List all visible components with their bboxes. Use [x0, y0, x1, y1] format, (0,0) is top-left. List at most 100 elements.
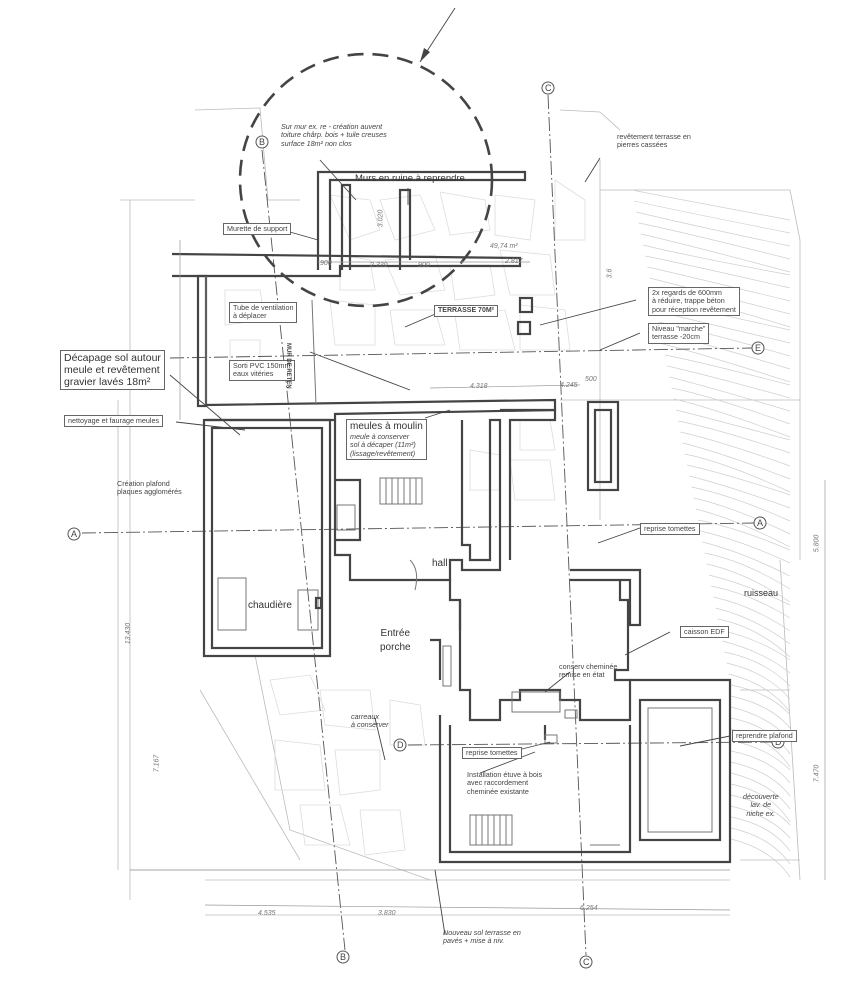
hatch-line	[671, 387, 791, 425]
dimension-text: 3.6	[606, 268, 614, 279]
leader-lines	[169, 157, 731, 936]
dimension-text: 6.254	[580, 905, 598, 912]
hatch-line	[645, 255, 791, 289]
axis-letter: C	[545, 83, 552, 93]
hatch-line	[730, 684, 791, 716]
axis-letter: A	[757, 518, 763, 528]
dimension-text: 900	[320, 260, 332, 267]
hatch-line	[730, 783, 791, 823]
hatch-line	[664, 354, 791, 386]
hatch-line	[680, 431, 791, 467]
axis-letter: B	[340, 952, 346, 962]
hatch-line	[631, 189, 791, 221]
stair-lower	[469, 814, 513, 846]
hatch-line	[730, 772, 791, 810]
hatch-line	[728, 673, 791, 713]
dimension-text: 4.318	[470, 383, 488, 390]
hatch-line	[686, 464, 791, 496]
dimension-text: 900	[418, 262, 430, 269]
hatch-line	[724, 651, 791, 687]
direction-arrow	[419, 7, 456, 63]
building-walls	[171, 170, 732, 864]
hatch-line	[730, 838, 791, 878]
hatch-line	[697, 519, 791, 551]
axis-marker-e-right: E	[751, 341, 765, 355]
hatch-line	[693, 497, 791, 535]
hatch-line	[717, 618, 791, 658]
hatch-line	[730, 794, 791, 826]
axis-letter: E	[755, 343, 761, 353]
dimension-text: 4.535	[258, 910, 276, 917]
hatch-line	[640, 233, 791, 273]
hatch-line	[636, 211, 791, 247]
hatch-line	[662, 343, 791, 383]
dimension-text: 4.245	[560, 382, 578, 389]
axis-marker-a-right: A	[753, 516, 767, 530]
hatch-line	[675, 409, 791, 441]
dimension-text: 3.020	[377, 209, 385, 228]
dimension-text: 500	[585, 376, 597, 383]
axis-letter: B	[259, 137, 265, 147]
hatch-line	[730, 805, 791, 839]
hall-label: hall	[432, 558, 448, 569]
hatch-line	[730, 816, 791, 852]
hatch-line	[673, 398, 791, 438]
hatch-line	[704, 552, 791, 590]
dimension-text: 3.830	[378, 910, 396, 917]
axis-marker-b-bottom: B	[336, 950, 350, 964]
dimension-text: 2.817	[505, 258, 523, 265]
stream-label: ruisseau	[744, 588, 779, 598]
hatch-line	[719, 629, 791, 661]
hatch-line	[730, 761, 791, 797]
hatch-line	[642, 244, 791, 276]
stair-upper	[379, 477, 423, 505]
axis-marker-c-bottom: C	[579, 955, 593, 969]
retaining-wall-label: MUR DE RETEN	[285, 343, 291, 389]
dimension-text: 13.430	[125, 622, 133, 645]
hatch-line	[708, 574, 791, 606]
millstones-label: meules à moulin meule à conserver sol à …	[346, 419, 427, 461]
hatch-line	[713, 596, 791, 632]
cleaning-note: nettoyage et faurage meules	[64, 415, 164, 428]
hatch-line	[682, 442, 791, 480]
axis-marker-b-top: B	[255, 135, 269, 149]
hatch-line	[678, 420, 791, 454]
hatch-line	[689, 475, 791, 509]
hatch-line	[700, 530, 791, 564]
hatch-line	[726, 662, 791, 700]
background-faint-lines	[117, 107, 801, 916]
edf-box-label: caisson EDF	[680, 626, 729, 639]
boiler-label: chaudière	[248, 600, 292, 611]
hatch-line	[684, 453, 791, 493]
hatch-line	[647, 266, 791, 302]
step-level-label: Niveau "marche"terrasse -20cm	[648, 323, 710, 344]
hatch-line	[715, 607, 791, 645]
axis-marker-d-left: D	[393, 738, 407, 752]
tiles-repair-label-2: reprise tomettes	[462, 747, 522, 760]
hatch-line	[711, 585, 791, 619]
hatch-line	[634, 200, 791, 234]
hatch-line	[667, 365, 791, 399]
dimension-text: 7.470	[813, 764, 821, 783]
axis-letter: C	[583, 957, 590, 967]
terrace-area-label: TERRASSE 70M²	[434, 305, 499, 318]
axis-marker-c-top: C	[541, 81, 555, 95]
dimension-text: 2.330	[370, 262, 388, 269]
dimension-text: 5.800	[813, 534, 821, 553]
axis-letter: D	[397, 740, 404, 750]
ceiling-repair-label: reprendre plafond	[732, 730, 797, 743]
hatch-line	[702, 541, 791, 577]
ruined-walls-label: Murs en ruine à reprendre	[355, 173, 465, 184]
hatch-line	[730, 827, 791, 865]
